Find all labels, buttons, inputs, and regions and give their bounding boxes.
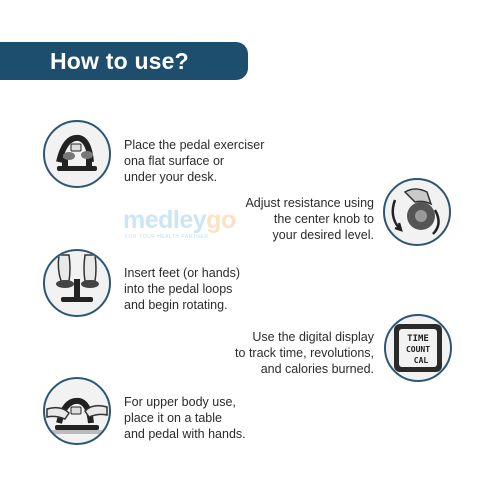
- step-2-line-1: Adjust resistance using: [245, 196, 374, 210]
- digital-display-icon: TIME COUNT CAL: [384, 314, 452, 382]
- display-count-label: COUNT: [406, 345, 430, 354]
- step-5-line-2: place it on a table: [124, 411, 222, 425]
- step-3-line-3: and begin rotating.: [124, 298, 228, 312]
- step-4-line-3: and calories burned.: [260, 362, 374, 376]
- step-1-text: Place the pedal exerciser ona flat surfa…: [124, 137, 264, 185]
- step-3-line-1: Insert feet (or hands): [124, 266, 241, 280]
- step-1-line-2: ona flat surface or: [124, 154, 225, 168]
- step-4-text: Use the digital display to track time, r…: [235, 329, 374, 377]
- step-1-line-3: under your desk.: [124, 170, 218, 184]
- brand-watermark: medleygo: [123, 206, 236, 235]
- step-2-text: Adjust resistance using the center knob …: [245, 195, 374, 243]
- watermark-brand-b: go: [206, 206, 236, 234]
- watermark-brand-a: medley: [123, 206, 207, 234]
- step-2-line-3: your desired level.: [272, 228, 374, 242]
- watermark-tagline: FOR YOUR HEALTH PARTNER: [125, 234, 209, 240]
- step-5-line-3: and pedal with hands.: [124, 427, 246, 441]
- step-4-line-2: to track time, revolutions,: [235, 346, 374, 360]
- step-3-line-2: into the pedal loops: [124, 282, 233, 296]
- pedal-exerciser-on-floor-icon: [43, 120, 111, 188]
- step-2-line-2: the center knob to: [273, 212, 374, 226]
- header-banner: How to use?: [0, 42, 248, 80]
- display-cal-label: CAL: [414, 356, 429, 365]
- step-1-line-1: Place the pedal exerciser: [124, 138, 265, 152]
- feet-on-pedals-icon: [43, 249, 111, 317]
- step-3-text: Insert feet (or hands) into the pedal lo…: [124, 265, 240, 313]
- display-time-label: TIME: [407, 334, 429, 344]
- step-5-text: For upper body use, place it on a table …: [124, 394, 246, 442]
- page-title: How to use?: [50, 48, 189, 74]
- resistance-knob-hand-icon: [383, 178, 451, 246]
- hands-on-pedals-icon: [43, 377, 111, 445]
- step-5-line-1: For upper body use,: [124, 395, 236, 409]
- step-4-line-1: Use the digital display: [252, 330, 374, 344]
